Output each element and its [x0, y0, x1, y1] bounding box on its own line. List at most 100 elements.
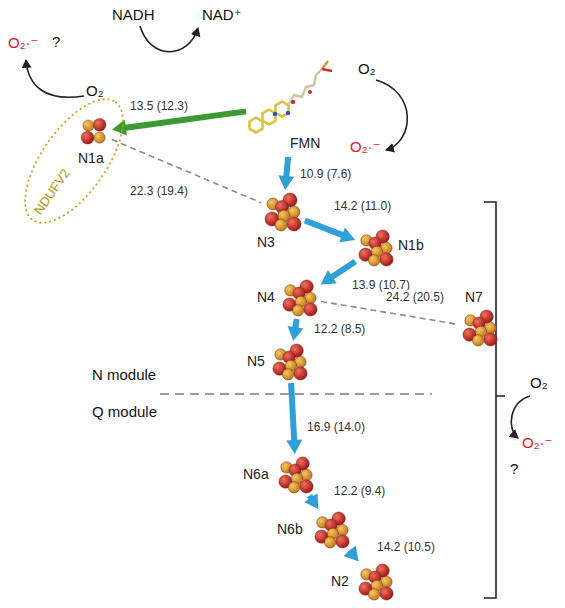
cluster-name: N1a	[78, 150, 104, 167]
module-divider	[160, 393, 432, 395]
fe-s-cluster-node: N1a	[78, 116, 110, 148]
iron-atom	[292, 305, 303, 316]
fe-s-cluster-node: N2	[357, 563, 395, 601]
fe-s-cluster	[78, 116, 110, 148]
bracket	[484, 202, 505, 598]
distance-label: 14.2 (11.0)	[332, 199, 393, 213]
subunit-region: NDUFV2N1a	[22, 97, 126, 225]
fe-s-cluster	[357, 563, 395, 601]
sulfur-atom	[484, 333, 497, 346]
electron-transfer-arrow	[304, 493, 318, 509]
nitrogen-atom	[273, 112, 277, 116]
fe-s-cluster	[313, 511, 351, 549]
sulfur-atom	[287, 217, 301, 231]
arrow-head	[112, 120, 127, 136]
iron-atom	[94, 132, 105, 143]
module-o2-arc	[511, 396, 530, 438]
cluster-name: N3	[257, 234, 275, 251]
distance-label: 10.9 (7.6)	[298, 167, 353, 181]
distance-label: 24.2 (20.5)	[384, 290, 446, 304]
connector-line	[305, 220, 344, 235]
subunit-name: NDUFV2	[31, 166, 74, 218]
annotation-label: O₂·⁻	[522, 434, 552, 452]
ribityl-chain	[288, 69, 322, 105]
sulfur-atom	[380, 587, 393, 600]
fe-s-cluster	[461, 309, 499, 347]
annotation-label: NAD⁺	[202, 6, 242, 24]
arrow-head	[339, 227, 355, 242]
phosphate	[322, 61, 328, 69]
fe-s-cluster-node: N6b	[313, 511, 351, 549]
cofactor-name: FMN	[290, 135, 320, 152]
connector-line	[331, 262, 356, 278]
question-mark: ?	[52, 33, 60, 51]
fe-s-cluster-node: N1b	[357, 229, 395, 267]
fe-s-cluster-node: N7	[461, 309, 499, 347]
fe-s-cluster-node: N6a	[277, 456, 315, 494]
arrow-head	[288, 326, 304, 341]
annotation-label: N module	[92, 366, 156, 384]
dashed-connector	[112, 140, 261, 203]
distance-label: 12.2 (8.5)	[312, 322, 367, 336]
arrow-head	[343, 546, 358, 562]
fe-s-cluster-node: N5	[271, 343, 309, 381]
question-mark: ?	[510, 460, 518, 478]
iron-atom	[472, 335, 483, 346]
fe-s-cluster	[281, 279, 319, 317]
distance-label: 12.2 (9.4)	[332, 484, 387, 498]
electron-transfer-arrow	[286, 383, 302, 454]
distance-label: 22.3 (19.4)	[128, 184, 190, 198]
iron-atom	[282, 369, 293, 380]
fe-s-cluster-node: N3	[263, 192, 303, 232]
nitrogen-atom	[286, 111, 290, 115]
oxygen-atom	[308, 90, 312, 94]
cluster-name: N7	[465, 289, 483, 306]
electron-transfer-arrow	[343, 546, 358, 562]
iron-atom	[368, 255, 379, 266]
sulfur-atom	[93, 118, 106, 131]
iron-atom	[275, 219, 287, 231]
cluster-name: N5	[247, 353, 265, 370]
fe-s-cluster	[277, 456, 315, 494]
cluster-name: N4	[257, 289, 275, 306]
connector-line	[291, 383, 294, 442]
fmn-o2-arc	[376, 80, 407, 150]
cluster-name: N6b	[277, 521, 303, 538]
oxygen-atom	[291, 100, 295, 104]
sulfur-atom	[300, 480, 313, 493]
cofactor-node: FMN	[248, 55, 338, 155]
arrow-head	[321, 270, 337, 284]
sulfur-atom	[336, 535, 349, 548]
electron-transfer-arrow	[288, 319, 304, 341]
distance-label: 13.5 (12.3)	[128, 99, 190, 113]
iron-atom	[288, 482, 299, 493]
iron-atom	[368, 589, 379, 600]
connector-line	[112, 140, 261, 203]
sulfur-atom	[304, 303, 317, 316]
connector-line	[124, 111, 246, 128]
annotation-label: O₂	[86, 82, 104, 100]
cluster-name: N6a	[243, 466, 269, 483]
iron-atom	[83, 120, 94, 131]
connector-line	[286, 157, 288, 178]
fe-s-cluster-node: N4	[281, 279, 319, 317]
cluster-name: N2	[331, 573, 349, 590]
distance-label: 16.9 (14.0)	[305, 420, 367, 434]
electron-transfer-arrow	[112, 111, 246, 135]
nadh-arc	[140, 26, 198, 52]
annotation-label: O₂	[358, 60, 376, 78]
dotted-ellipse	[6, 84, 141, 239]
fe-s-cluster	[263, 192, 303, 232]
annotation-label: NADH	[112, 6, 155, 24]
annotation-label: O₂	[530, 374, 548, 392]
annotation-label: O₂·⁻	[8, 34, 38, 52]
sulfur-atom	[380, 253, 393, 266]
arrow-head	[286, 440, 302, 454]
phosphate	[322, 69, 332, 71]
arrow-head	[304, 493, 318, 509]
fe-s-cluster	[357, 229, 395, 267]
sulfur-atom	[294, 367, 307, 380]
cluster-name: N1b	[398, 237, 424, 254]
electron-transfer-arrow	[278, 157, 294, 190]
